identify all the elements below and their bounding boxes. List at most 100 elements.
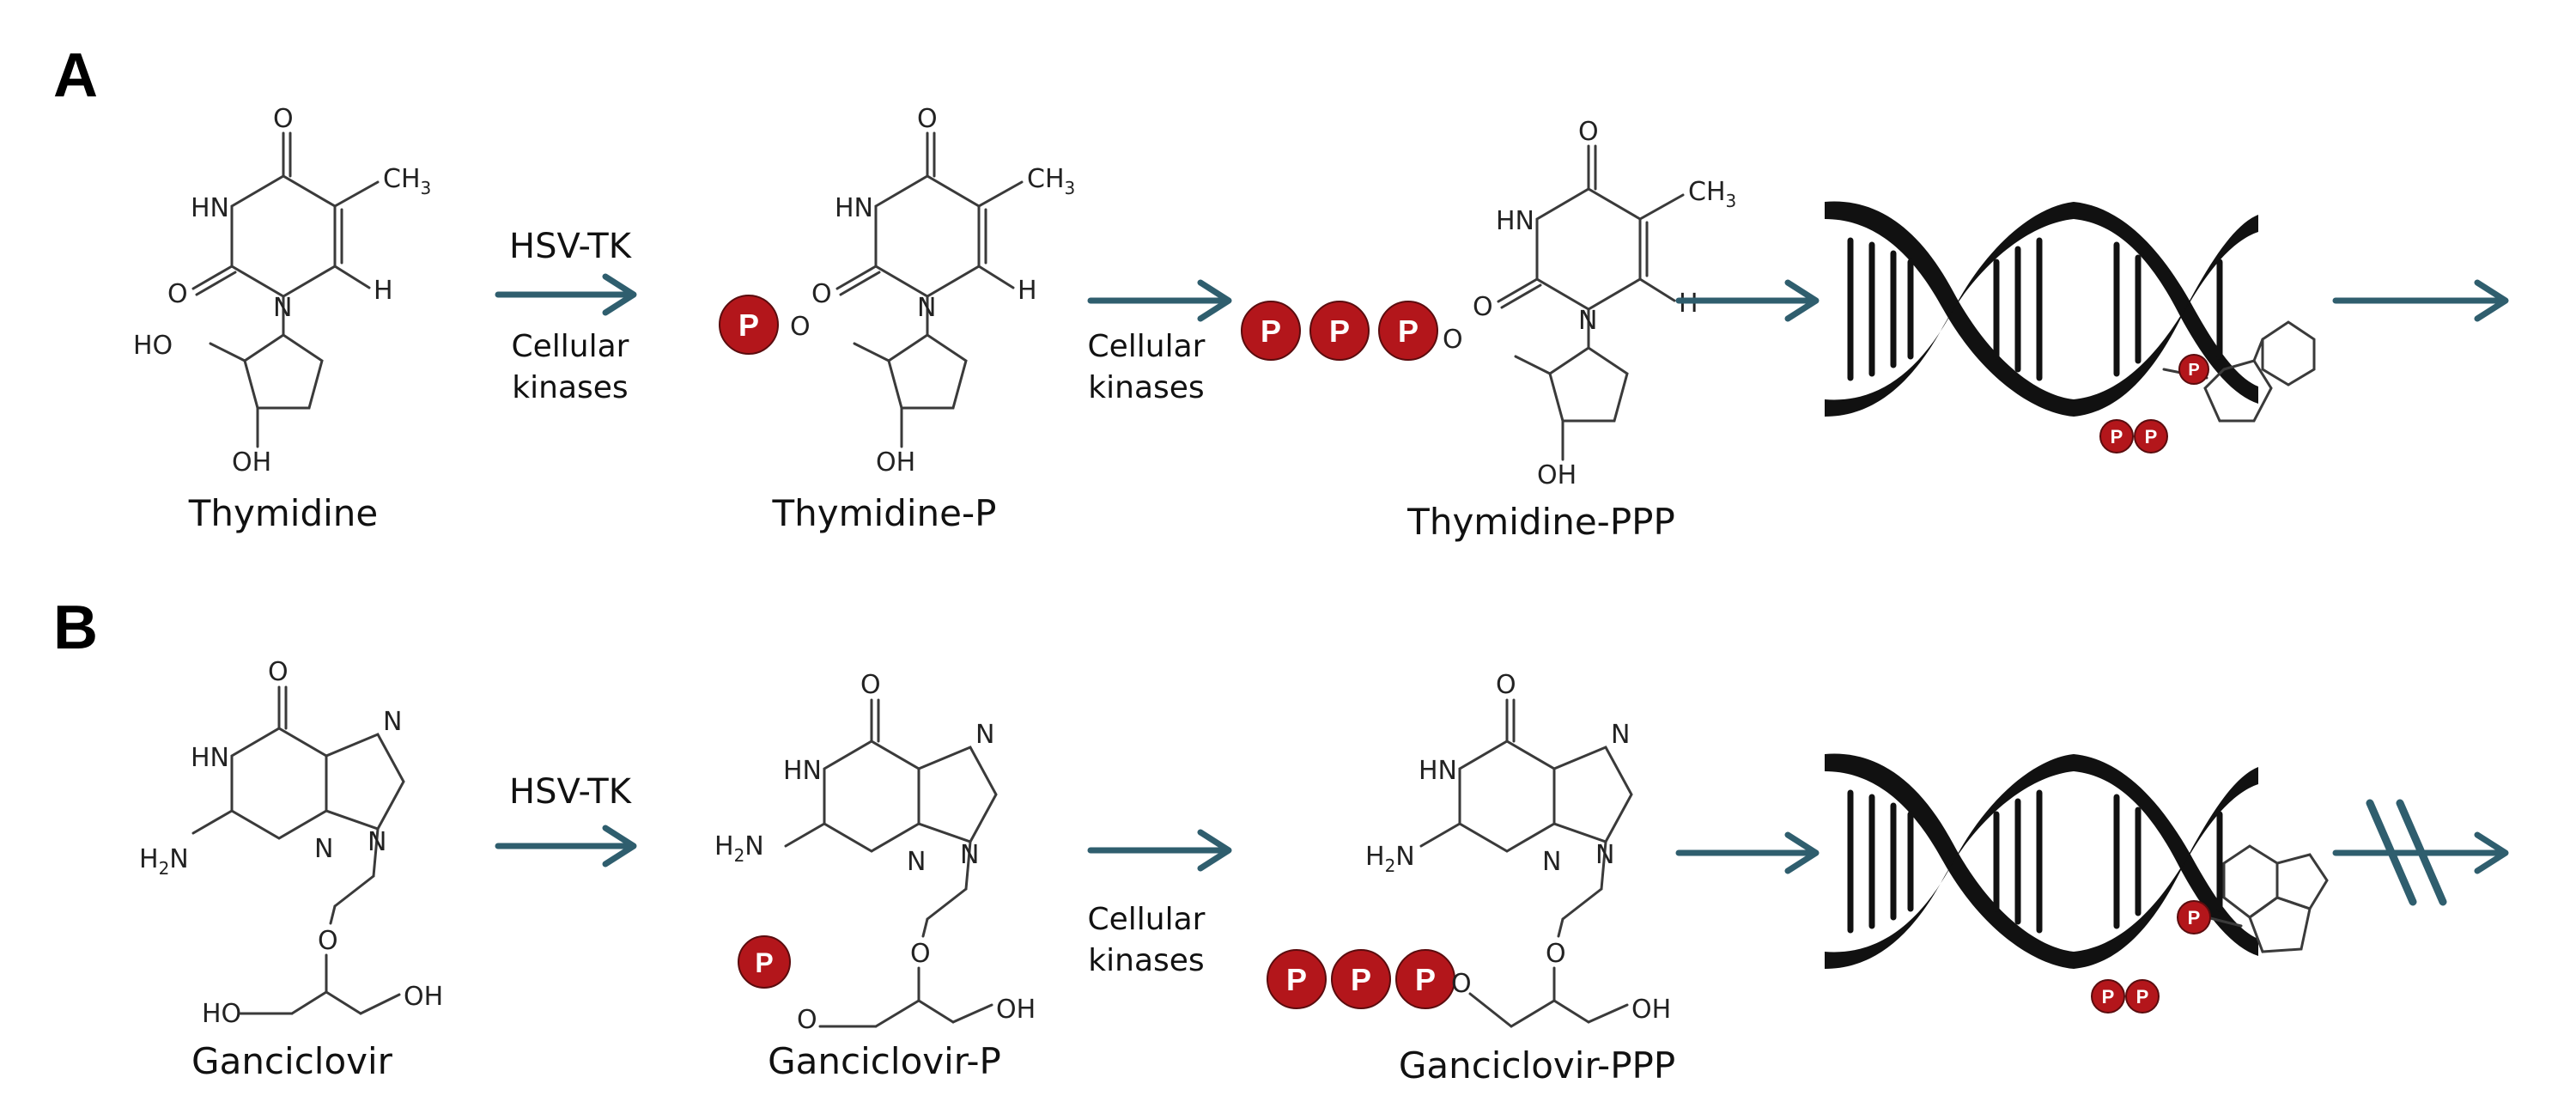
svg-text:P: P — [738, 307, 759, 343]
svg-text:N: N — [273, 293, 292, 323]
svg-text:O: O — [917, 104, 938, 134]
phosphate-ball-icon: P — [1395, 949, 1455, 1009]
reaction-arrow-a1 — [495, 273, 637, 316]
svg-text:OH: OH — [1631, 995, 1671, 1025]
pyrophosphate-icon: P P — [2091, 979, 2160, 1014]
svg-text:CH3: CH3 — [1027, 164, 1075, 198]
enzyme-label-a1: HSV-TK — [509, 227, 633, 266]
svg-text:O: O — [1451, 969, 1472, 999]
thymidine-p-structure: O HN O N H CH3 O OH — [790, 104, 1075, 478]
svg-text:OH: OH — [996, 995, 1036, 1025]
svg-text:P: P — [2188, 361, 2199, 380]
svg-text:H: H — [1018, 276, 1037, 306]
svg-text:HN: HN — [191, 743, 229, 773]
ppp-chain-a: P P P — [1241, 301, 1438, 361]
svg-text:N: N — [907, 847, 926, 877]
cellular-kinases-b2-line1: Cellular — [1088, 902, 1206, 937]
svg-text:N: N — [314, 834, 333, 864]
molecule-label-ganciclovir-p: Ganciclovir-P — [768, 1040, 1001, 1082]
svg-text:N: N — [975, 720, 994, 750]
svg-text:OH: OH — [876, 447, 915, 478]
molecule-label-thymidine-ppp: Thymidine-PPP — [1406, 501, 1675, 543]
reaction-arrow-b3 — [1675, 831, 1820, 874]
phosphate-ball-icon: P — [1267, 949, 1327, 1009]
svg-text:P: P — [2102, 986, 2115, 1007]
ganciclovir-p-structure: O HN N N N H2N O O OH — [714, 670, 1036, 1035]
reaction-arrow-a3 — [1675, 279, 1820, 322]
svg-text:P: P — [2136, 986, 2149, 1007]
svg-text:O: O — [1546, 939, 1566, 969]
dna-double-helix-icon — [1825, 753, 2258, 969]
panel-a-letter: A — [53, 41, 98, 110]
svg-text:HO: HO — [133, 331, 173, 361]
svg-text:HN: HN — [1419, 756, 1457, 786]
thymidine-structure: O HN O N H CH3 HO OH — [133, 104, 431, 478]
svg-text:O: O — [860, 670, 881, 700]
ppp-chain-b: P P P — [1267, 949, 1455, 1009]
svg-text:HN: HN — [835, 193, 873, 223]
phosphate-ball-icon: P — [719, 295, 779, 355]
svg-text:O: O — [1443, 325, 1463, 355]
svg-text:O: O — [797, 1005, 817, 1035]
molecule-label-ganciclovir: Ganciclovir — [191, 1040, 393, 1082]
svg-text:P: P — [1286, 962, 1307, 997]
svg-text:OH: OH — [232, 447, 271, 478]
svg-text:H: H — [374, 276, 393, 306]
reaction-arrow-b2 — [1087, 829, 1232, 872]
molecule-label-thymidine: Thymidine — [188, 492, 379, 534]
cellular-kinases-a2-line2: kinases — [1088, 370, 1204, 405]
ganciclovir-ppp-structure: O HN N N N H2N O O OH — [1365, 670, 1671, 1028]
svg-text:OH: OH — [1537, 460, 1577, 490]
svg-text:O: O — [167, 279, 188, 309]
svg-text:O: O — [1578, 117, 1599, 147]
molecule-label-ganciclovir-ppp: Ganciclovir-PPP — [1399, 1044, 1675, 1087]
svg-text:P: P — [1351, 962, 1371, 997]
svg-text:O: O — [318, 926, 338, 956]
svg-text:H2N: H2N — [714, 831, 764, 866]
phosphate-ball-icon: P — [1331, 949, 1391, 1009]
svg-text:N: N — [1578, 306, 1597, 336]
ganciclovir-structure: O HN N N N H2N O HO OH — [139, 657, 443, 1029]
phosphate-ball-icon: P — [2177, 900, 2211, 934]
cellular-kinases-a1-line1: Cellular — [512, 329, 629, 364]
svg-text:O: O — [1496, 670, 1516, 700]
incorporated-nucleotide-b — [2205, 844, 2329, 953]
svg-text:O: O — [268, 657, 289, 687]
phosphate-ball-icon: P — [2178, 354, 2209, 385]
svg-text:N: N — [383, 707, 402, 737]
phosphate-ball-icon: P — [1378, 301, 1438, 361]
svg-text:OH: OH — [404, 982, 443, 1012]
svg-text:N: N — [960, 840, 979, 870]
svg-text:H2N: H2N — [139, 844, 189, 879]
svg-text:HN: HN — [1496, 206, 1534, 236]
phosphate-ball-icon: P — [1241, 301, 1301, 361]
cellular-kinases-a1-line2: kinases — [512, 370, 628, 405]
dna-double-helix-icon — [1825, 201, 2258, 417]
svg-text:N: N — [1542, 847, 1561, 877]
svg-text:N: N — [368, 827, 386, 857]
svg-text:P: P — [2145, 426, 2158, 447]
svg-text:CH3: CH3 — [383, 164, 431, 198]
reaction-arrow-a4 — [2332, 279, 2509, 322]
svg-text:O: O — [1473, 292, 1493, 322]
svg-text:HN: HN — [191, 193, 229, 223]
svg-text:P: P — [2111, 426, 2123, 447]
svg-text:H2N: H2N — [1365, 842, 1415, 876]
svg-text:P: P — [1261, 314, 1281, 349]
svg-text:P: P — [755, 947, 773, 978]
svg-text:P: P — [1398, 314, 1419, 349]
svg-text:O: O — [910, 939, 931, 969]
panel-b-letter: B — [53, 594, 98, 662]
svg-text:P: P — [1329, 314, 1350, 349]
cellular-kinases-a2-line1: Cellular — [1088, 329, 1206, 364]
phosphate-ball-icon: P — [738, 935, 791, 989]
svg-text:O: O — [790, 312, 811, 342]
cellular-kinases-b2-line2: kinases — [1088, 943, 1204, 978]
svg-text:O: O — [273, 104, 294, 134]
enzyme-label-b1: HSV-TK — [509, 772, 633, 812]
svg-text:CH3: CH3 — [1688, 177, 1736, 211]
phosphate-ball-icon: P — [1309, 301, 1370, 361]
chain-termination-mark-icon — [2366, 799, 2447, 906]
molecule-label-thymidine-p: Thymidine-P — [772, 492, 997, 534]
